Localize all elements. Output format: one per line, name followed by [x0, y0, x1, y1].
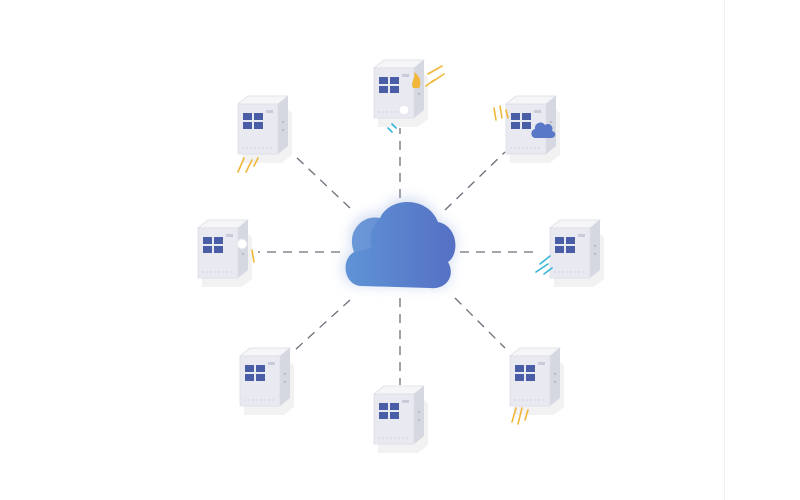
cable-port-icon: [398, 104, 410, 116]
server-bottom-left: [239, 347, 295, 416]
signal-icon: [535, 255, 553, 275]
server-bottom: [373, 385, 429, 454]
cable-port-icon: [236, 238, 248, 250]
server-top: [373, 59, 445, 133]
fire-icon: [412, 72, 421, 88]
spark-icon: [251, 249, 255, 263]
server-top-left: [237, 95, 293, 173]
spark-icon: [493, 105, 509, 121]
spark-icon: [425, 65, 445, 87]
spark-icon: [511, 407, 529, 425]
server-right: [535, 219, 605, 288]
signal-icon: [387, 123, 397, 133]
cloud-icon: [342, 197, 457, 289]
connector-bottom-left: [294, 299, 351, 351]
server-left: [197, 219, 255, 288]
spark-icon: [237, 157, 259, 173]
server-bottom-right: [509, 347, 565, 425]
connector-top-right: [444, 151, 506, 211]
cloud-badge-icon: [531, 122, 556, 138]
panel-edge: [724, 0, 725, 500]
connector-top-left: [294, 155, 351, 209]
connector-bottom-right: [454, 297, 506, 349]
server-top-right: [493, 95, 561, 164]
connectors: [258, 128, 540, 385]
